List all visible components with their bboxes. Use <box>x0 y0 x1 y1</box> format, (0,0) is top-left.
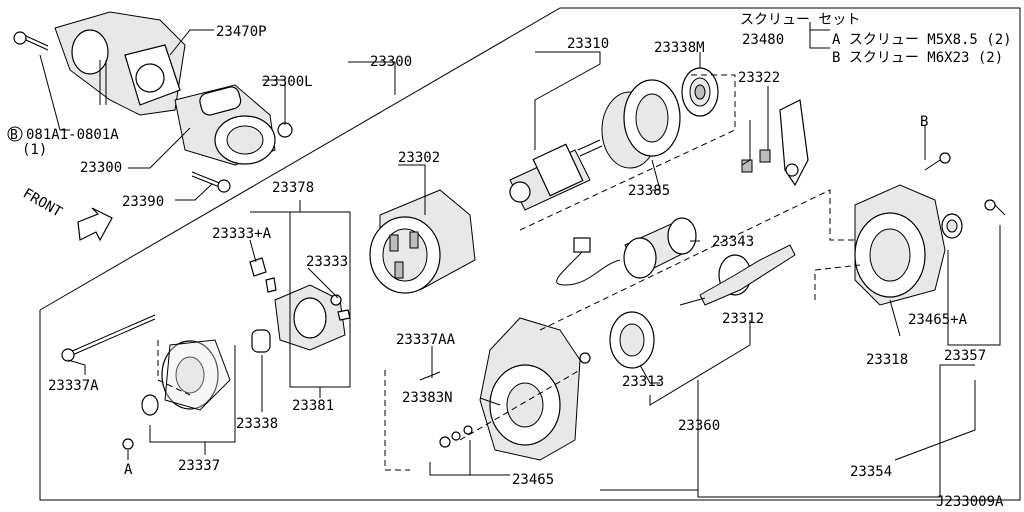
label-23338: 23338 <box>236 416 278 432</box>
label-23343: 23343 <box>712 234 754 250</box>
brush-plate-23381 <box>249 257 351 351</box>
label-23337: 23337 <box>178 458 220 474</box>
bolt-23390 <box>191 171 231 193</box>
label-23378: 23378 <box>272 180 314 196</box>
label-23385: 23385 <box>628 183 670 199</box>
label-23338M: 23338M <box>654 40 705 56</box>
bolt-ref-circle <box>7 126 23 142</box>
label-23337A: 23337A <box>48 378 99 394</box>
screw-set-part-no: 23480 <box>742 32 784 48</box>
label-23337AA: 23337AA <box>396 332 456 348</box>
assembly-guide-mid <box>539 189 855 331</box>
assembly-guide-housing <box>459 369 581 441</box>
label-23470P: 23470P <box>216 24 267 40</box>
label-23333: 23333 <box>306 254 348 270</box>
end-cover-23337 <box>61 314 271 450</box>
housing-23383N <box>419 317 591 461</box>
armature-23310 <box>509 139 603 211</box>
label-23300L: 23300L <box>262 74 313 90</box>
label-23322: 23322 <box>738 70 780 86</box>
front-label: FRONT <box>20 186 65 221</box>
label-mark-B: B <box>920 114 928 130</box>
brush-set-23322 <box>741 99 809 187</box>
label-bolt-qty: (1) <box>22 142 47 158</box>
bearing-23338M <box>681 67 719 117</box>
bolt-081A1 <box>13 31 49 51</box>
field-coil-23302 <box>369 189 476 294</box>
label-mark-A: A <box>124 462 133 478</box>
shaft-23312 <box>679 244 796 306</box>
screw-set-title: スクリュー セット <box>740 12 860 28</box>
leader-lines <box>39 22 1001 498</box>
drawing-id: J233009A <box>936 494 1004 510</box>
label-23354: 23354 <box>850 464 892 480</box>
label-bolt-circle: B <box>10 128 18 143</box>
label-23312: 23312 <box>722 311 764 327</box>
label-23333A: 23333+A <box>212 226 272 242</box>
screw-set-a: A スクリュー M5X8.5 (2) <box>832 32 1012 48</box>
assembly-guide-upper <box>519 74 736 231</box>
assembly-guide-right <box>814 264 861 300</box>
label-23381: 23381 <box>292 398 334 414</box>
label-23300-small: 23300 <box>80 160 122 176</box>
label-23300-main: 23300 <box>370 54 412 70</box>
label-23390: 23390 <box>122 194 164 210</box>
nut-23465A <box>941 199 1006 239</box>
label-23357: 23357 <box>944 348 986 364</box>
label-23465A: 23465+A <box>908 312 968 328</box>
label-23465: 23465 <box>512 472 554 488</box>
assembly-guide-left <box>157 340 191 396</box>
label-23310: 23310 <box>567 36 609 52</box>
label-23313: 23313 <box>622 374 664 390</box>
label-23383N: 23383N <box>402 390 453 406</box>
solenoid-23343 <box>556 217 697 286</box>
screw-set-b: B スクリュー M6X23 (2) <box>832 50 1003 66</box>
yoke-23385 <box>601 79 681 169</box>
assembly-guide-lower <box>384 370 410 471</box>
label-23318: 23318 <box>866 352 908 368</box>
label-23302: 23302 <box>398 150 440 166</box>
label-081A1-0801A: 081A1-0801A <box>26 127 119 143</box>
exploded-view-frame <box>39 7 1021 501</box>
installed-starter <box>174 84 293 166</box>
rear-cover-23318 <box>854 152 951 306</box>
front-arrow: FRONT <box>20 186 113 242</box>
gear-23313 <box>609 311 655 369</box>
label-23360: 23360 <box>678 418 720 434</box>
engine-mount-area <box>54 11 186 116</box>
